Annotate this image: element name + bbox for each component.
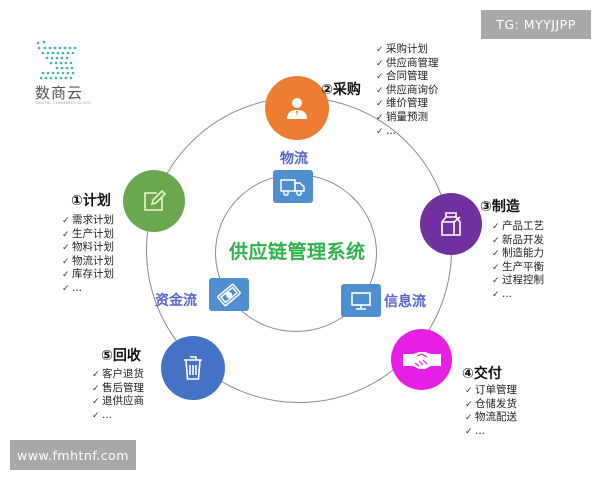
stage-recycle-list: ✓客户退货 ✓售后管理 ✓退供应商 ✓... (92, 368, 144, 422)
stage-delivery-title: ④交付 (462, 366, 502, 382)
list-item: ✓物流计划 (62, 254, 114, 267)
watermark-top-right: TG: MYYJJPP (481, 10, 591, 39)
list-item: ✓... (465, 424, 486, 437)
edit-icon (144, 189, 167, 211)
watermark-bottom-left: www.fmhtnf.com (10, 440, 136, 470)
list-item: ✓售后管理 (92, 381, 144, 394)
list-item: ✓生产平衡 (492, 260, 544, 273)
flow-label-cashflow: 资金流 (155, 293, 197, 309)
trash-icon (184, 356, 202, 380)
list-item: ✓... (92, 408, 113, 421)
stage-purchase-list: ✓采购计划 ✓供应商管理 ✓合同管理 ✓供应商询价 ✓维价管理 ✓销量预测 ✓.… (376, 43, 439, 138)
stage-manufacture-list: ✓产品工艺 ✓新品开发 ✓制造能力 ✓生产平衡 ✓过程控制 ✓... (492, 220, 544, 302)
logo-dots-icon (36, 40, 77, 80)
stage-plan-title: ①计划 (71, 193, 111, 209)
list-item: ✓需求计划 (62, 214, 114, 226)
stage-recycle-node (161, 336, 225, 400)
logo: 数商云 DIGITAL COMMERCE CLOUD (35, 40, 91, 105)
list-item: ✓... (492, 287, 513, 300)
money-icon (217, 283, 241, 306)
list-item: ✓物料计划 (62, 241, 114, 254)
list-item: ✓... (62, 281, 83, 294)
handshake-icon (402, 351, 441, 369)
list-item: ✓过程控制 (492, 274, 544, 287)
list-item: ✓合同管理 (376, 70, 428, 83)
stage-purchase-node (265, 76, 329, 140)
list-item: ✓仓储发货 (465, 397, 517, 410)
stage-recycle-title: ⑤回收 (101, 348, 141, 364)
flow-logistics-box (273, 170, 313, 203)
person-icon (287, 98, 307, 119)
flow-label-logistics: 物流 (280, 151, 308, 167)
list-item: ✓退供应商 (92, 395, 144, 408)
list-item: ✓销量预测 (376, 110, 428, 123)
center-title: 供应链管理系统 (229, 241, 366, 263)
list-item: ✓物流配送 (465, 411, 517, 424)
list-item: ✓客户退货 (92, 368, 144, 380)
logo-text: 数商云 (35, 84, 84, 102)
list-item: ✓供应商询价 (376, 83, 439, 96)
flow-cashflow-box (209, 278, 249, 311)
list-item: ✓采购计划 (376, 43, 428, 55)
stage-purchase-title: ②采购 (321, 82, 361, 98)
package-icon (441, 212, 461, 236)
list-item: ✓... (376, 124, 397, 137)
list-item: ✓制造能力 (492, 247, 544, 260)
list-item: ✓产品工艺 (492, 220, 544, 232)
list-item: ✓维价管理 (376, 97, 428, 110)
stage-plan-list: ✓需求计划 ✓生产计划 ✓物料计划 ✓物流计划 ✓库存计划 ✓... (62, 214, 114, 296)
stage-manufacture-title: ③制造 (480, 199, 520, 215)
list-item: ✓订单管理 (465, 384, 517, 396)
flow-info-box (341, 284, 381, 317)
stage-delivery-list: ✓订单管理 ✓仓储发货 ✓物流配送 ✓... (465, 384, 517, 438)
list-item: ✓新品开发 (492, 233, 544, 246)
flow-label-info: 信息流 (384, 294, 426, 310)
list-item: ✓生产计划 (62, 227, 114, 240)
truck-icon (280, 178, 305, 196)
stage-manufacture-node (420, 193, 482, 255)
logo-subtitle: DIGITAL COMMERCE CLOUD (36, 101, 92, 105)
monitor-icon (351, 291, 371, 310)
list-item: ✓供应商管理 (376, 56, 439, 69)
stage-delivery-node (391, 329, 452, 390)
list-item: ✓库存计划 (62, 268, 114, 281)
stage-plan-node (123, 170, 185, 232)
